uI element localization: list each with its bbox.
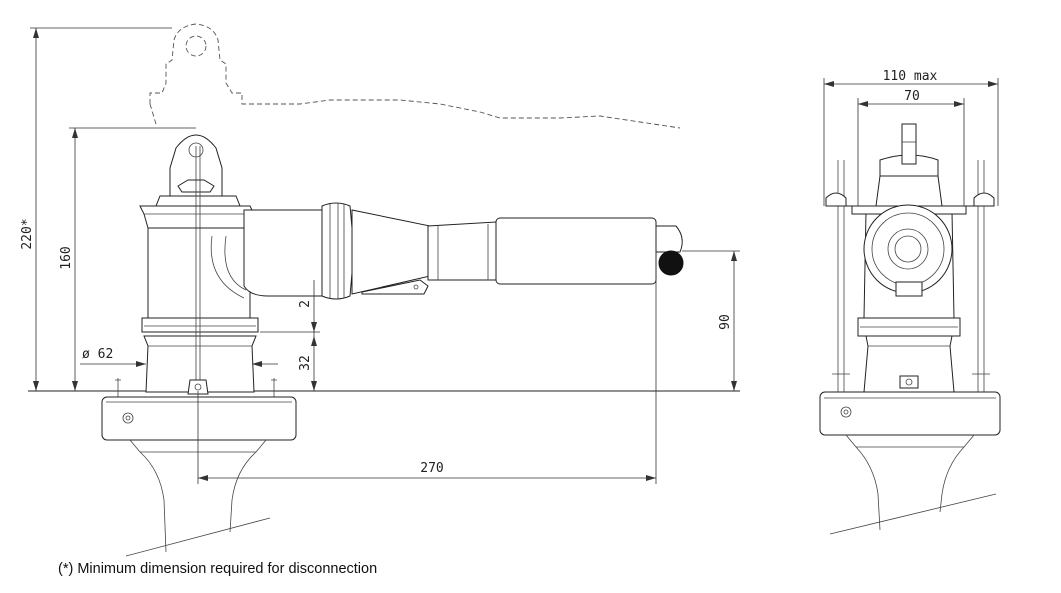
front-slope-line xyxy=(829,493,997,535)
grip-neck-lines xyxy=(437,224,489,280)
dim-220-label: 220* xyxy=(20,218,35,249)
dim-160-label: 160 xyxy=(59,246,74,269)
lifting-eye-hole xyxy=(185,35,207,57)
front-wing-nut xyxy=(879,154,939,177)
front-rod-foot xyxy=(899,375,919,389)
flange-bolt-center xyxy=(125,415,131,421)
handle-end-cap xyxy=(655,225,683,253)
lever-pin xyxy=(413,284,419,290)
front-outlet-latch xyxy=(895,281,923,297)
dim-270-label: 270 xyxy=(420,461,443,476)
arm-connection xyxy=(243,209,323,297)
front-outlet-bore xyxy=(894,235,922,263)
front-flange-bolt-center xyxy=(843,409,849,415)
base-flange xyxy=(101,396,297,441)
body-curve xyxy=(210,235,245,299)
outline-drop xyxy=(149,103,157,125)
lifting-outline-dashed xyxy=(149,23,681,129)
dim-2-arrow xyxy=(311,322,317,332)
front-rail-knob-left xyxy=(825,192,847,207)
body-curve-2 xyxy=(224,235,247,291)
dim-32-label: 32 xyxy=(298,355,313,371)
side-view: 220* 160 ø 62 2 32 90 270 xyxy=(20,23,740,557)
dim-110-label: 110 max xyxy=(883,69,938,84)
front-top-cap xyxy=(875,175,943,207)
release-lever xyxy=(361,279,429,295)
footnote: (*) Minimum dimension required for disco… xyxy=(58,561,378,577)
dim-62-label: ø 62 xyxy=(82,347,113,362)
front-lifting-tab xyxy=(901,123,917,165)
dim-70-label: 70 xyxy=(904,89,920,104)
rod-foot-pin xyxy=(194,383,202,391)
dim-2-label: 2 xyxy=(298,300,313,308)
front-view: 110 max 70 xyxy=(819,69,1001,535)
end-knob xyxy=(658,250,684,276)
slope-line xyxy=(125,517,271,557)
front-outlet-outer xyxy=(863,204,953,294)
coupler-top-flange xyxy=(139,205,255,229)
front-rail-knob-right xyxy=(973,192,995,207)
dim-90-label: 90 xyxy=(718,314,733,330)
flange-bolt xyxy=(122,412,134,424)
flange-lower-body xyxy=(139,451,257,553)
coupler-top-cap xyxy=(155,195,241,207)
handle-grip-neck xyxy=(427,221,499,281)
front-rod-foot-pin xyxy=(905,378,913,386)
front-flange-neck xyxy=(845,434,975,448)
front-flange-bolt xyxy=(840,406,852,418)
rod-foot xyxy=(187,379,209,395)
coupler-main-body xyxy=(147,227,251,319)
handle-grip xyxy=(495,217,657,285)
front-lower-body xyxy=(855,446,965,531)
front-outlet-inner xyxy=(887,228,929,270)
